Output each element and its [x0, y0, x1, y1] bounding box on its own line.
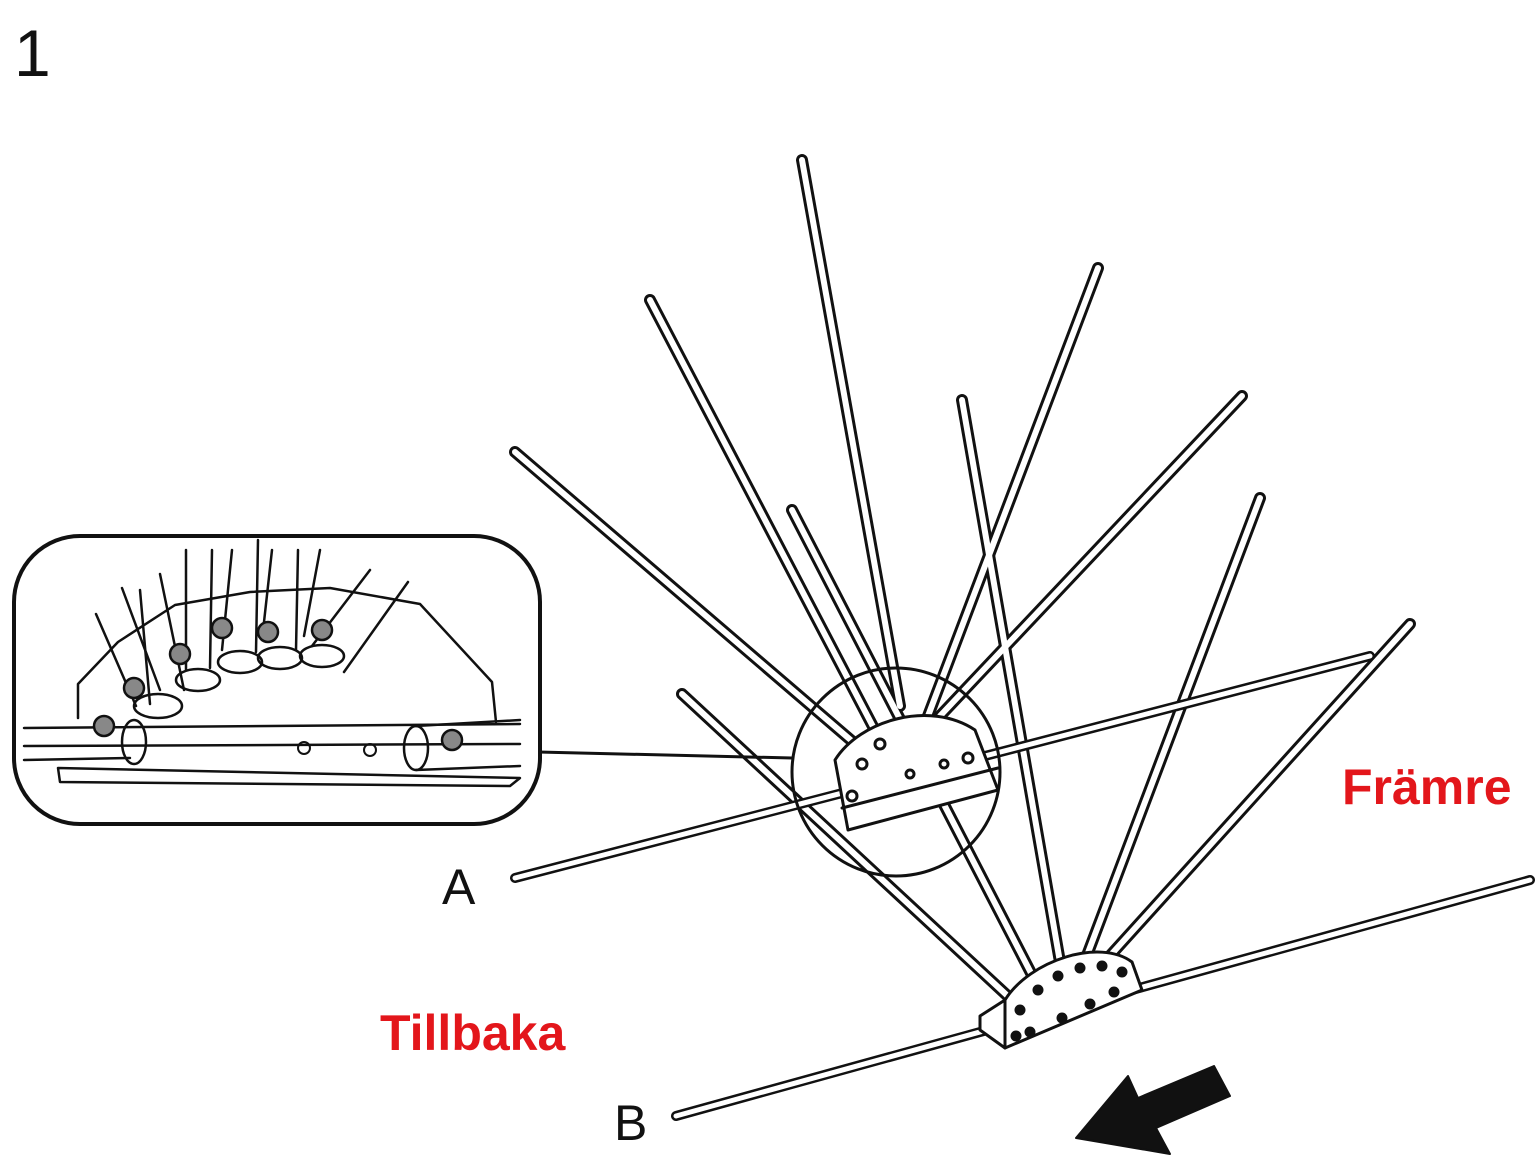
hub-plate-a	[833, 714, 1000, 832]
spike-rods	[509, 154, 1416, 1006]
step-number: 1	[14, 16, 51, 90]
detail-focus-circle	[790, 666, 1002, 878]
rod-b-label: B	[614, 1095, 648, 1151]
front-label: Främre	[1342, 759, 1512, 815]
back-label: Tillbaka	[380, 1005, 566, 1061]
rod-a-label: A	[442, 859, 476, 915]
hub-plate-b	[978, 950, 1144, 1050]
arrow-down-left-icon	[1075, 1065, 1231, 1155]
detail-inset	[12, 534, 542, 826]
callout-leader-line	[536, 750, 794, 760]
